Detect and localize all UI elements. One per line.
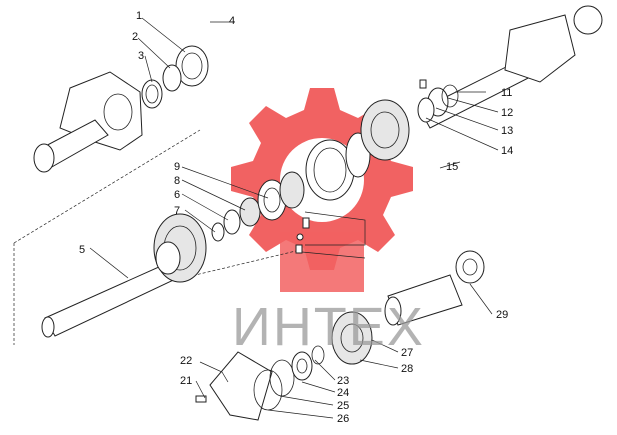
callout-28: 28 <box>401 363 413 375</box>
callout-9: 9 <box>174 161 180 173</box>
watermark-text: ИНТЕХ <box>232 297 425 357</box>
detent-pin-parts <box>295 217 310 254</box>
callout-12: 12 <box>501 107 513 119</box>
callout-22: 22 <box>180 355 192 367</box>
callout-29: 29 <box>496 309 508 321</box>
callout-3: 3 <box>138 50 144 62</box>
callout-leader-lines <box>89 17 499 419</box>
main-shaft-part <box>41 213 207 338</box>
callout-1: 1 <box>136 10 142 22</box>
output-shaft-part <box>417 5 603 129</box>
countershaft-parts <box>331 250 485 365</box>
callout-8: 8 <box>174 175 180 187</box>
callout-4: 4 <box>229 15 235 27</box>
callout-labels: 1 2 3 4 5 6 7 8 9 11 12 13 14 15 21 22 2… <box>79 10 513 425</box>
callout-25: 25 <box>337 400 349 412</box>
callout-23: 23 <box>337 375 349 387</box>
callout-6: 6 <box>174 189 180 201</box>
callout-13: 13 <box>501 125 513 137</box>
bearing-housing-part <box>33 71 143 173</box>
seal-ring-parts <box>141 45 209 109</box>
callout-14: 14 <box>501 145 513 157</box>
callout-26: 26 <box>337 413 349 425</box>
synchronizer-gear-cluster <box>211 99 410 242</box>
cover-plate-parts <box>195 345 325 421</box>
callout-2: 2 <box>132 31 138 43</box>
callout-27: 27 <box>401 347 413 359</box>
callout-24: 24 <box>337 387 349 399</box>
callout-15: 15 <box>446 161 458 173</box>
callout-21: 21 <box>180 375 192 387</box>
callout-7: 7 <box>174 205 180 217</box>
callout-5: 5 <box>79 244 85 256</box>
callout-11: 11 <box>501 87 512 99</box>
